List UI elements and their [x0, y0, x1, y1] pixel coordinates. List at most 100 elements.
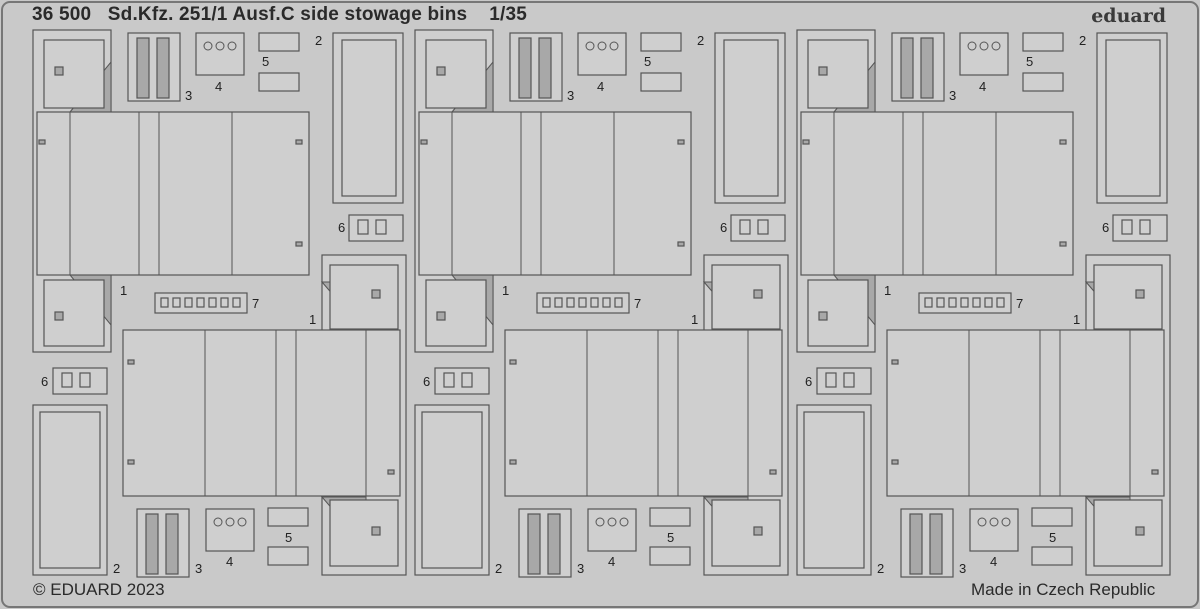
hinge-part-3-upper [891, 32, 945, 102]
strip-tab [602, 297, 611, 308]
bracket-tab [443, 372, 455, 388]
clip-part-5 [1022, 72, 1064, 92]
slot [509, 459, 517, 465]
strip-tab [220, 297, 229, 308]
part-number-3: 3 [567, 88, 575, 103]
part-number-2: 2 [877, 561, 885, 576]
tab-hole [54, 66, 64, 76]
latch-loop [977, 517, 987, 527]
part-number-5: 5 [285, 530, 293, 545]
part-number-1: 1 [884, 283, 892, 298]
latch-loop [215, 41, 225, 51]
tab-hole [371, 526, 381, 536]
latch-loop [1001, 517, 1011, 527]
bin-main-panel-lower [886, 329, 1165, 497]
part-number-2: 2 [697, 33, 705, 48]
slot [127, 459, 135, 465]
part-number-6: 6 [423, 374, 431, 389]
lid-inner [341, 39, 397, 197]
hinge-part-3-lower [900, 508, 954, 578]
product-name: Sd.Kfz. 251/1 Ausf.C side stowage bins [107, 4, 468, 25]
hinge-strip [920, 37, 934, 99]
strip-tab [614, 297, 623, 308]
part-set [32, 29, 407, 578]
part-number-3: 3 [577, 561, 585, 576]
strip-tab [984, 297, 993, 308]
slot [802, 139, 810, 145]
tab-hole [818, 311, 828, 321]
latch-loop [227, 41, 237, 51]
bracket-tab [79, 372, 91, 388]
hinge-strip [547, 513, 561, 575]
slot [127, 359, 135, 365]
bin-main-panel-lower [122, 329, 401, 497]
part-set [796, 29, 1171, 578]
hinge-strip [518, 37, 532, 99]
clip-part-5 [267, 546, 309, 566]
slot [891, 459, 899, 465]
latch-loop [203, 41, 213, 51]
bracket-tab [357, 219, 369, 235]
part-number-7: 7 [634, 296, 642, 311]
bracket-tab [739, 219, 751, 235]
bin-main-panel-upper [800, 111, 1074, 276]
part-number-4: 4 [226, 554, 234, 569]
brand-logo: eduard [1091, 5, 1166, 27]
slot [1059, 241, 1067, 247]
tab-hole [54, 311, 64, 321]
strip-tab [554, 297, 563, 308]
bin-end-flap [43, 279, 105, 347]
latch-loop [237, 517, 247, 527]
part-number-6: 6 [720, 220, 728, 235]
tab-hole [436, 311, 446, 321]
latch-loop [213, 517, 223, 527]
bin-end-flap [1093, 499, 1163, 567]
lid-inner [1105, 39, 1161, 197]
part-number-3: 3 [185, 88, 193, 103]
bracket-tab [375, 219, 387, 235]
part-number-3: 3 [195, 561, 203, 576]
part-number-1: 1 [309, 312, 317, 327]
slot [387, 469, 395, 475]
hinge-part-3-upper [127, 32, 181, 102]
clip-part-5 [1022, 32, 1064, 52]
bin-end-flap [43, 39, 105, 109]
clip-part-5 [258, 32, 300, 52]
slot [295, 139, 303, 145]
tab-hole [1135, 289, 1145, 299]
latch-part-4-upper [959, 32, 1009, 76]
tab-hole [1135, 526, 1145, 536]
part-number-6: 6 [41, 374, 49, 389]
bracket-tab [843, 372, 855, 388]
latch-loop [585, 41, 595, 51]
clip-part-5 [1031, 507, 1073, 527]
slot [769, 469, 777, 475]
part-number-2: 2 [315, 33, 323, 48]
bracket-tab [61, 372, 73, 388]
bracket-tab [757, 219, 769, 235]
strip-tab [590, 297, 599, 308]
part-number-7: 7 [252, 296, 260, 311]
strip-tab [936, 297, 945, 308]
latch-part-4-lower [969, 508, 1019, 552]
lid-inner [803, 411, 865, 569]
slot [509, 359, 517, 365]
strip-tab [208, 297, 217, 308]
latch-part-4-upper [577, 32, 627, 76]
bracket-tab [825, 372, 837, 388]
tab-hole [753, 526, 763, 536]
tab-hole [371, 289, 381, 299]
latch-loop [607, 517, 617, 527]
bin-main-panel-lower [504, 329, 783, 497]
part-number-2: 2 [113, 561, 121, 576]
bin-end-flap [711, 499, 781, 567]
strip-tab [184, 297, 193, 308]
slot [420, 139, 428, 145]
slot [677, 139, 685, 145]
latch-loop [597, 41, 607, 51]
part-number-1: 1 [502, 283, 510, 298]
strip-tab [578, 297, 587, 308]
latch-loop [967, 41, 977, 51]
clip-part-5 [640, 32, 682, 52]
